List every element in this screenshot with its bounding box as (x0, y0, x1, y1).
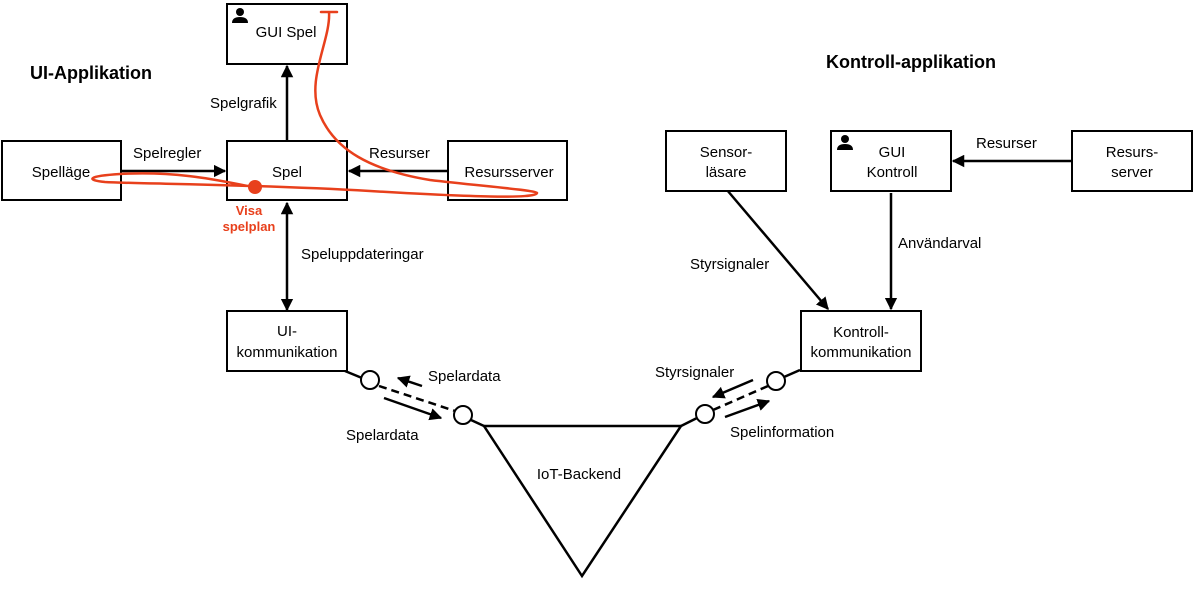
node-sensorlasare-line2: läsare (706, 164, 747, 181)
node-ui-kommunikation-line1: UI- (277, 323, 297, 340)
edge-label-anvandarval: Användarval (898, 235, 981, 252)
ctrl-port-bottom (695, 404, 715, 424)
node-resurs-server[interactable]: Resurs- server (1071, 130, 1193, 192)
node-kontrollkommunikation-line2: kommunikation (811, 344, 912, 361)
ctrl-port-top (766, 371, 786, 391)
node-resursserver-label: Resursserver (464, 164, 553, 181)
iot-backend-label: IoT-Backend (537, 466, 621, 483)
edge-label-spelardata-bottom: Spelardata (346, 427, 419, 444)
edge-label-spelinformation: Spelinformation (730, 424, 834, 441)
arrow-spelardata-up (396, 375, 423, 388)
edge-label-resurser-left: Resurser (369, 145, 430, 162)
annotation-label-line1: Visa (236, 203, 263, 218)
ui-connector-dashed (378, 384, 456, 413)
node-ui-kommunikation[interactable]: UI- kommunikation (226, 310, 348, 372)
node-spellage-label: Spelläge (32, 164, 90, 181)
ui-application-title: UI-Applikation (30, 63, 152, 83)
ctrl-connector-dashed (712, 384, 769, 412)
node-sensorlasare-line1: Sensor- (700, 144, 753, 161)
user-icon (232, 8, 248, 23)
visa-spelplan-annotation: Visa spelplan (91, 10, 539, 234)
edge-label-spelardata-top: Spelardata (428, 368, 501, 385)
ui-port-bottom (453, 405, 473, 425)
arrow-styrsignaler (711, 378, 754, 399)
annotation-stroke (91, 10, 539, 198)
ui-connector-stub-top (344, 369, 363, 380)
node-gui-kontroll[interactable]: GUI Kontroll (830, 130, 952, 192)
node-spellage[interactable]: Spelläge (1, 140, 122, 201)
arrow-spelardata-down (383, 396, 443, 421)
node-gui-kontroll-line1: GUI (879, 144, 906, 161)
edge-label-styrsignaler-top: Styrsignaler (655, 364, 734, 381)
node-resurs-server-line1: Resurs- (1106, 144, 1159, 161)
node-kontrollkommunikation[interactable]: Kontroll- kommunikation (800, 310, 922, 372)
node-ui-kommunikation-line2: kommunikation (237, 344, 338, 361)
node-kontrollkommunikation-line1: Kontroll- (833, 324, 889, 341)
edge-label-styrsignaler-diag: Styrsignaler (690, 256, 769, 273)
node-gui-spel-label: GUI Spel (256, 24, 317, 41)
node-spel-label: Spel (272, 164, 302, 181)
node-gui-kontroll-line2: Kontroll (867, 164, 918, 181)
edge-styrsignaler-diag (726, 189, 829, 310)
ctrl-connector-stub-top (783, 368, 801, 379)
iot-backend-triangle[interactable] (481, 424, 684, 579)
control-application-title: Kontroll-applikation (826, 52, 996, 72)
edge-label-spelgrafik: Spelgrafik (210, 95, 277, 112)
edge-label-resurser-right: Resurser (976, 135, 1037, 152)
node-resurs-server-line2: server (1111, 164, 1153, 181)
edge-label-spelregler: Spelregler (133, 145, 201, 162)
ctrl-connector-stub-bottom (680, 416, 698, 428)
ui-connector-stub-bottom (470, 418, 485, 428)
node-sensorlasare[interactable]: Sensor- läsare (665, 130, 787, 192)
ui-port-top (360, 370, 380, 390)
node-resursserver[interactable]: Resursserver (447, 140, 568, 201)
node-spel[interactable]: Spel (226, 140, 348, 201)
edge-label-speluppdateringar: Speluppdateringar (301, 246, 424, 263)
user-icon (837, 135, 853, 150)
annotation-label-line2: spelplan (223, 219, 276, 234)
annotation-endpoint-dot (248, 180, 262, 194)
arrow-spelinformation (724, 398, 771, 419)
